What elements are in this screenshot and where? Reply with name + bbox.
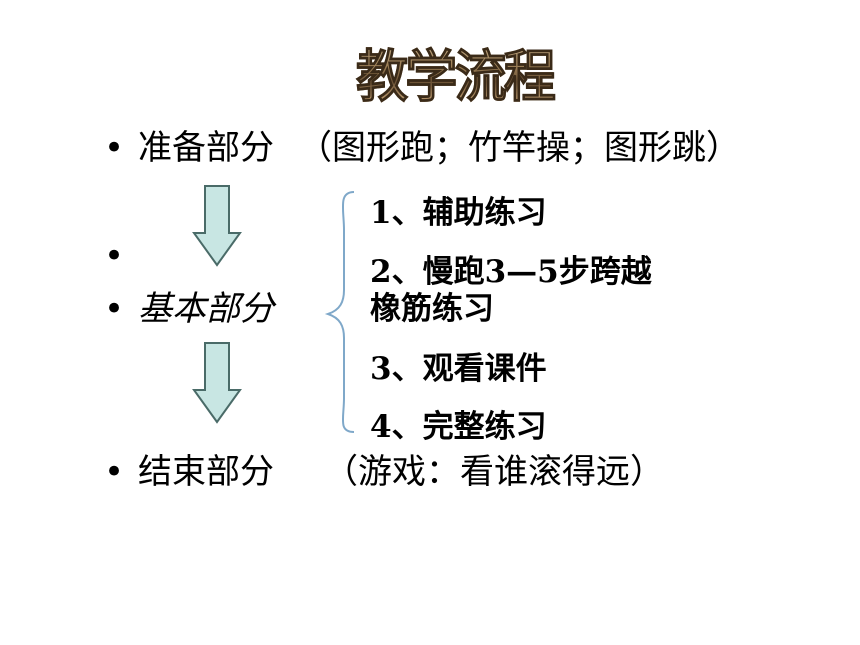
bullet-dot: • [104, 289, 125, 329]
prep-label: 准备部分 [138, 128, 274, 168]
step-1: 1、辅助练习 [370, 195, 547, 231]
down-arrow-icon [192, 342, 242, 424]
basic-label: 基本部分 [138, 289, 274, 329]
step-3: 3、观看课件 [370, 351, 547, 387]
end-label: 结束部分 [138, 452, 274, 492]
end-detail: （游戏：看谁滚得远） [324, 452, 664, 492]
down-arrow-icon [192, 185, 242, 267]
prep-detail: （图形跑；竹竿操；图形跳） [298, 128, 740, 168]
step-4: 4、完整练习 [370, 409, 547, 445]
step-2: 2、慢跑3—5步跨越 [370, 254, 652, 290]
bullet-basic: • 基本部分 [104, 289, 274, 329]
bullet-dot: • [104, 128, 125, 168]
bullet-prep: • 准备部分 （图形跑；竹竿操；图形跳） [104, 128, 740, 168]
bullet-dot: • [104, 236, 125, 276]
bullet-end: • 结束部分 （游戏：看谁滚得远） [104, 452, 664, 492]
curly-brace [324, 191, 355, 433]
step-2-continued: 橡筋练习 [370, 291, 494, 327]
bullet-dot: • [104, 452, 125, 492]
slide-title: 教学流程 [356, 40, 557, 116]
bullet-empty: • [104, 236, 138, 276]
